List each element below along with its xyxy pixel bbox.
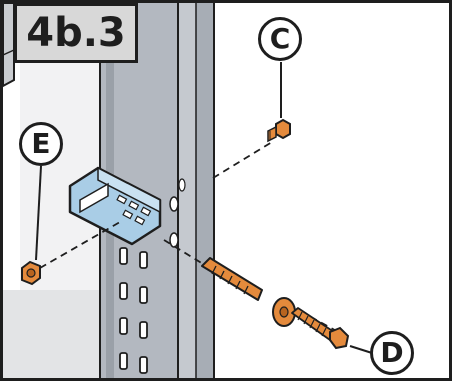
wall-shadow xyxy=(0,0,20,381)
callout-d: D xyxy=(370,331,414,375)
side-panel xyxy=(2,2,15,88)
callout-e: E xyxy=(19,122,63,166)
step-number: 4b.3 xyxy=(26,10,126,56)
callout-c-letter: C xyxy=(269,22,291,55)
post-hole-side xyxy=(178,178,186,192)
callout-d-letter: D xyxy=(380,336,404,369)
post-hole-lower xyxy=(169,232,179,248)
l-bracket xyxy=(68,166,162,246)
post-slots xyxy=(119,247,148,374)
nut-e xyxy=(21,260,41,286)
floor-strip xyxy=(0,290,100,381)
side-panel-line xyxy=(2,49,15,56)
post-hole-upper xyxy=(169,196,179,212)
guide-lines xyxy=(39,141,341,334)
screw-c xyxy=(267,118,291,143)
screw-d xyxy=(291,307,350,350)
wall-plug xyxy=(201,257,263,301)
upright-post-side-shade xyxy=(195,0,215,381)
washer xyxy=(272,297,296,327)
callout-e-letter: E xyxy=(31,127,51,160)
callout-c: C xyxy=(258,17,302,61)
step-number-box: 4b.3 xyxy=(14,3,138,63)
callout-leaders xyxy=(35,62,373,354)
